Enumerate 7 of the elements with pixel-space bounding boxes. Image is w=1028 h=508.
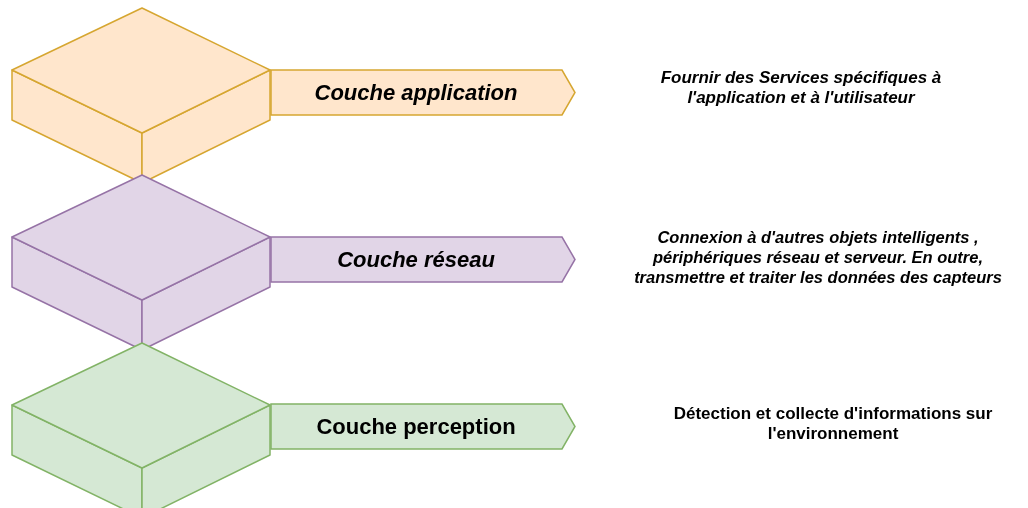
description-text: Fournir des Services spécifiques à l'application et à l'utilisateur <box>659 68 943 109</box>
isometric-slab <box>11 342 271 508</box>
description-text: Détection et collecte d'informations sur l'environnement <box>672 404 994 445</box>
description-text: Connexion à d'autres objets intelligents , périphériques réseau et serveur. En outre, transmettre et traiter les données des capteurs <box>633 228 1003 288</box>
layer-title: Couche perception <box>316 413 516 440</box>
layer-title: Couche application <box>314 79 518 106</box>
layer-title: Couche réseau <box>337 246 495 273</box>
